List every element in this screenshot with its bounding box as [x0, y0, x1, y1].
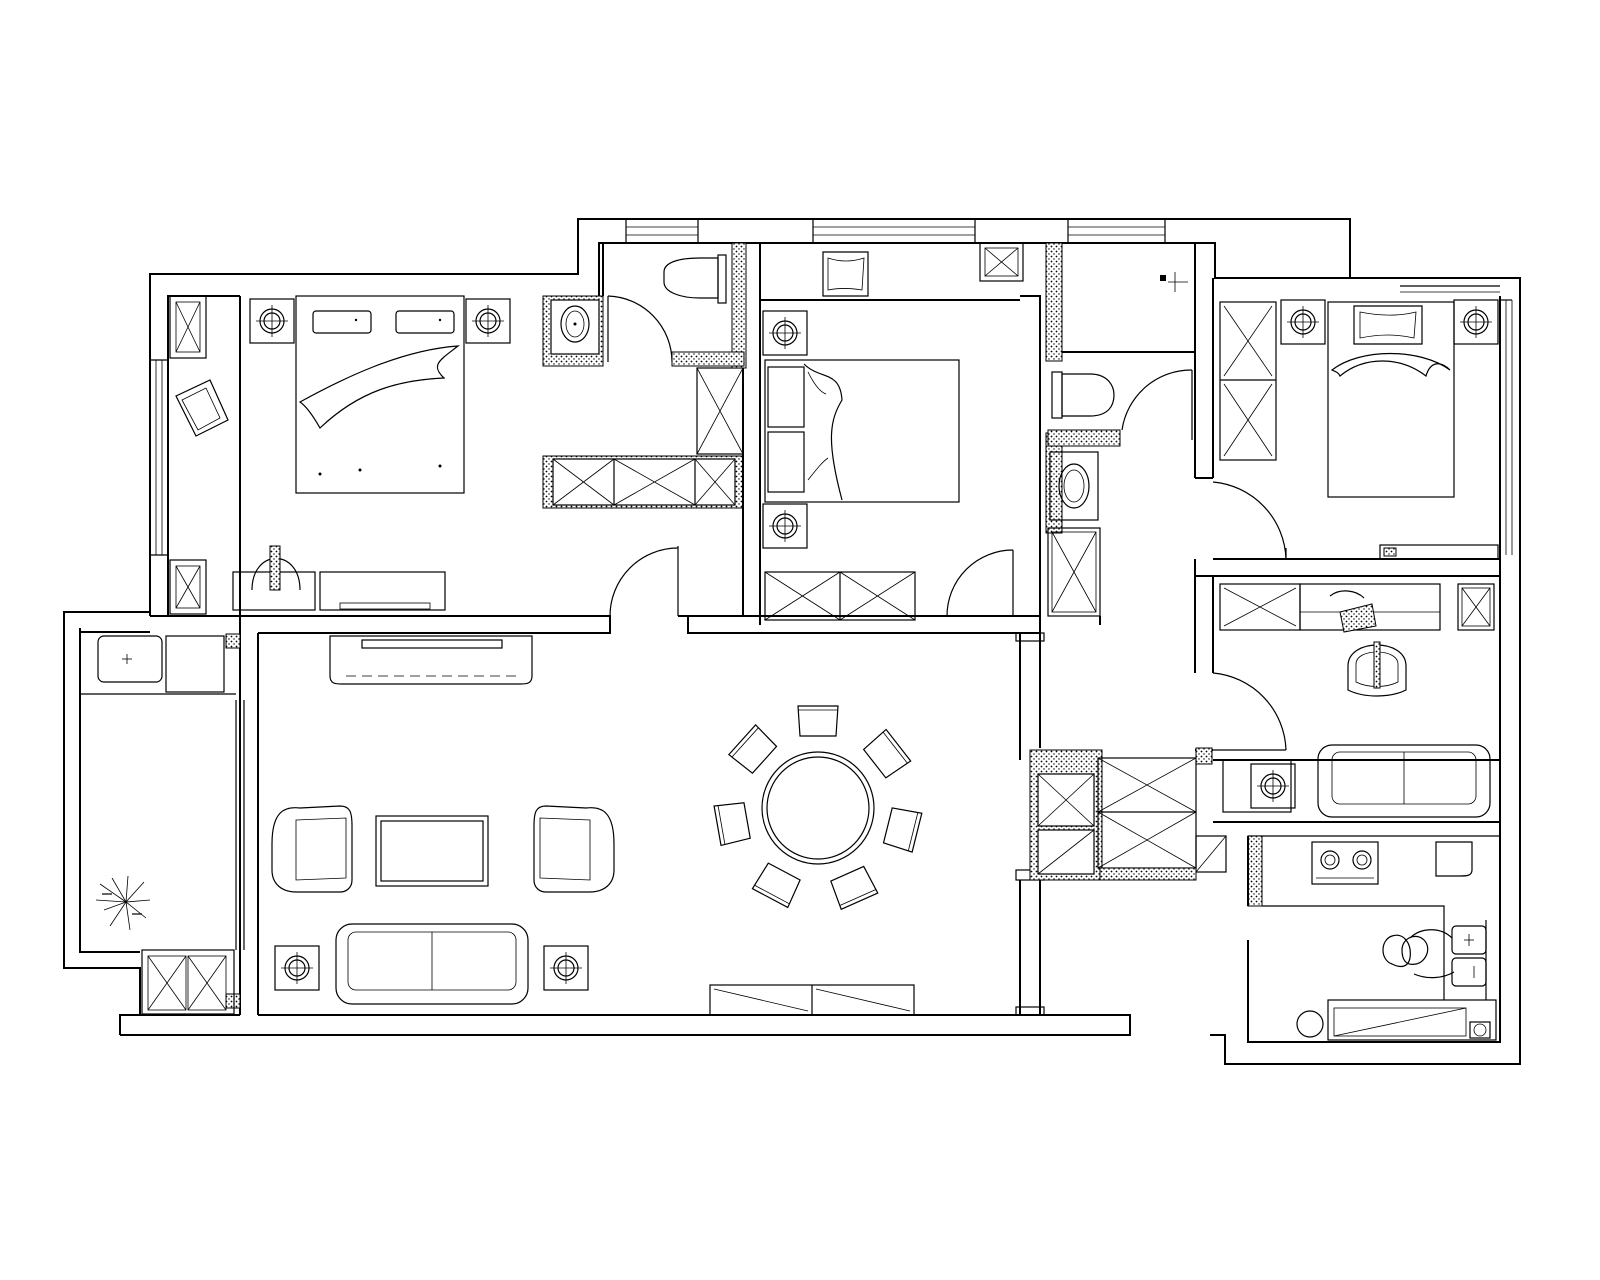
counter	[1327, 999, 1497, 1041]
lamp-icon	[1280, 299, 1326, 345]
master-bedroom	[150, 243, 761, 625]
lamp-icon	[274, 945, 320, 991]
lamp-icon	[762, 503, 808, 549]
chair-icon	[1329, 590, 1377, 633]
armchair	[822, 251, 869, 297]
lamp-icon	[249, 298, 295, 344]
bed-icon	[295, 295, 465, 494]
door-swing-icon	[1121, 369, 1193, 440]
lamp-icon	[543, 945, 589, 991]
basin-icon	[1049, 451, 1099, 521]
wardrobe	[542, 367, 744, 509]
kitchen	[1213, 821, 1500, 1042]
door-swing-icon	[1212, 481, 1287, 560]
plant-icon	[1296, 1010, 1324, 1038]
armchair	[271, 805, 353, 893]
chair-icon	[797, 705, 839, 737]
chair-icon	[727, 724, 778, 775]
basin-icon	[560, 305, 590, 343]
cabinet-icon	[169, 295, 207, 615]
window-icon	[625, 219, 1166, 243]
round-table	[761, 751, 875, 865]
exterior-walls	[63, 218, 1521, 1065]
living-room	[271, 635, 915, 1016]
cabinet-icon	[709, 984, 915, 1016]
study	[1194, 559, 1500, 818]
door-swing-icon	[602, 546, 679, 617]
window-icon	[1400, 285, 1513, 555]
cabinet-icon	[1047, 527, 1101, 617]
cabinet-icon	[141, 949, 235, 1015]
chair-icon	[830, 865, 879, 911]
lamp-icon	[465, 298, 511, 344]
chair-icon	[1347, 641, 1407, 697]
armchair	[175, 379, 229, 437]
lamp-icon	[1250, 763, 1296, 809]
central-storage	[1015, 632, 1227, 1016]
lamp-icon	[762, 310, 808, 356]
balcony	[80, 633, 241, 1015]
tv-cabinet	[329, 635, 533, 685]
window-icon	[150, 359, 168, 556]
cabinet-icon	[979, 242, 1024, 282]
bed-icon	[1327, 301, 1455, 498]
master-bathroom	[542, 242, 747, 369]
plant-icon	[95, 875, 151, 931]
dining-area	[713, 705, 923, 911]
door-swing-icon	[946, 549, 1014, 617]
common-bathroom	[1045, 242, 1214, 625]
fridge	[1435, 841, 1473, 877]
second-bedroom	[625, 219, 1166, 621]
person-icon	[1382, 929, 1455, 979]
desk	[232, 545, 446, 611]
lamp-icon	[1453, 299, 1499, 345]
armchair	[533, 805, 615, 893]
third-bedroom	[1195, 285, 1513, 577]
sink-icon	[1451, 920, 1487, 1000]
stove-icon	[1311, 841, 1379, 885]
washing-machine	[97, 635, 225, 693]
door-swing-icon	[1212, 672, 1287, 751]
chair-icon	[882, 807, 923, 853]
chair-icon	[751, 862, 801, 909]
bed-icon	[764, 359, 960, 503]
chair-icon	[862, 728, 912, 779]
chair-icon	[713, 802, 751, 847]
sofa-icon	[335, 923, 529, 1005]
coffee-table	[375, 815, 489, 887]
toilet-icon	[1051, 371, 1115, 419]
sofa-icon	[1317, 744, 1491, 818]
door-swing-icon	[607, 295, 673, 363]
wardrobe	[1219, 301, 1277, 461]
toilet-icon	[663, 254, 727, 304]
wardrobe	[764, 571, 916, 621]
